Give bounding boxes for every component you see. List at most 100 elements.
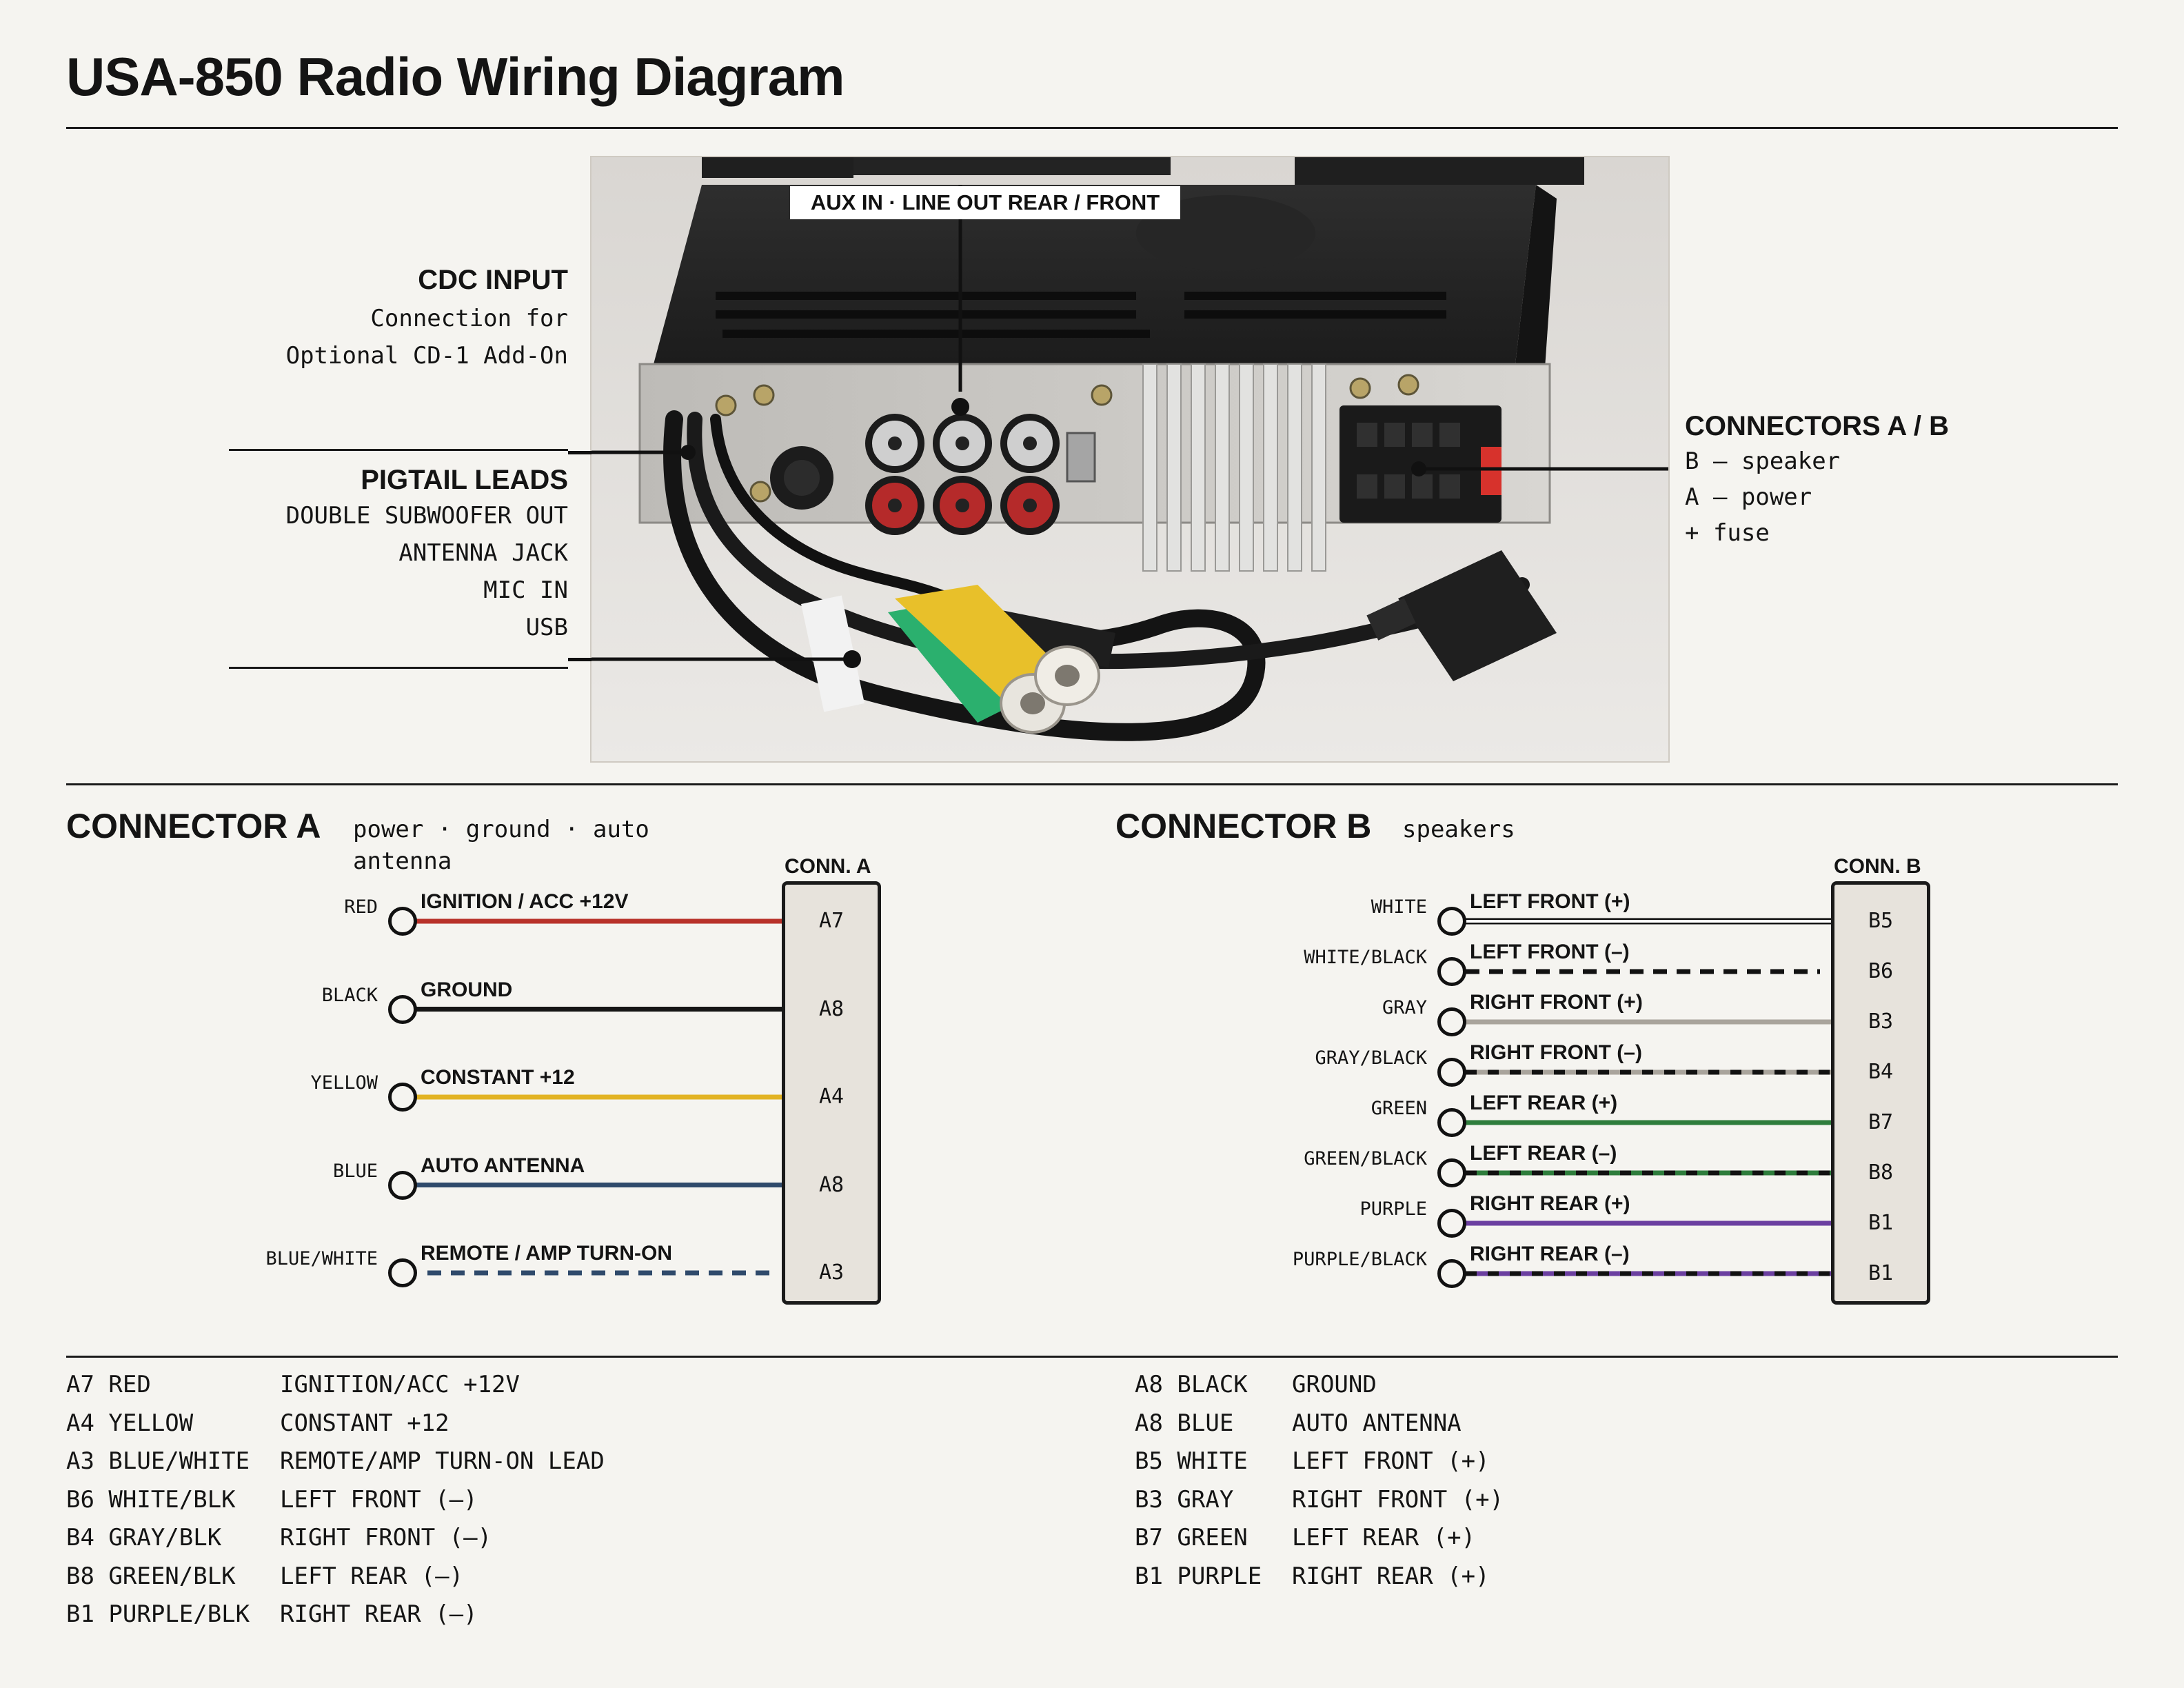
connector-pin-label: A8 bbox=[818, 996, 845, 1021]
wire-color-name: PURPLE bbox=[1359, 1198, 1427, 1220]
pigtail-callout-line: ANTENNA JACK bbox=[398, 539, 568, 567]
wire-function-label: AUTO ANTENNA bbox=[421, 1154, 585, 1177]
connectors-callout: CONNECTORS A / B B — speaker A — power +… bbox=[1685, 411, 2071, 551]
legend-description: CONSTANT +12 bbox=[280, 1409, 449, 1437]
wire-terminal-icon bbox=[388, 1170, 417, 1200]
legend-description: LEFT FRONT (+) bbox=[1292, 1447, 1490, 1475]
legend-code: A8 BLACK bbox=[1135, 1371, 1248, 1398]
connector-pin-label: B7 bbox=[1868, 1110, 1894, 1134]
connector-b-block bbox=[1831, 881, 1930, 1305]
wire-color-name: PURPLE/BLACK bbox=[1292, 1249, 1427, 1270]
wire-function-label: LEFT FRONT (–) bbox=[1470, 941, 1630, 963]
wire-terminal-icon bbox=[1437, 957, 1466, 986]
radio-illustration bbox=[592, 157, 1668, 761]
legend-code: A7 RED bbox=[66, 1371, 151, 1398]
wire-function-label: RIGHT REAR (–) bbox=[1470, 1243, 1630, 1265]
cdc-leader bbox=[568, 451, 592, 454]
legend-description: LEFT REAR (+) bbox=[1292, 1524, 1476, 1551]
page-title: USA-850 Radio Wiring Diagram bbox=[66, 46, 845, 107]
wire-color-name: GRAY bbox=[1382, 997, 1427, 1018]
connector-b-box-label: CONN. B bbox=[1834, 855, 1921, 878]
wire-color-name: YELLOW bbox=[310, 1072, 378, 1094]
wire-function-label: REMOTE / AMP TURN-ON bbox=[421, 1242, 672, 1265]
wire-function-label: RIGHT FRONT (+) bbox=[1470, 991, 1643, 1014]
pigtail-top-rule bbox=[229, 449, 568, 451]
connector-pin-label: B5 bbox=[1868, 909, 1894, 933]
header-divider bbox=[66, 127, 2118, 129]
wire-color-name: WHITE/BLACK bbox=[1304, 947, 1427, 968]
legend-description: RIGHT FRONT (–) bbox=[280, 1524, 492, 1551]
legend-description: REMOTE/AMP TURN-ON LEAD bbox=[280, 1447, 605, 1475]
pigtail-callout-line: DOUBLE SUBWOOFER OUT bbox=[285, 502, 568, 530]
connector-pin-label: B3 bbox=[1868, 1009, 1894, 1034]
wire-terminal-icon bbox=[1437, 1058, 1466, 1087]
legend-code: B6 WHITE/BLK bbox=[66, 1485, 236, 1514]
legend-row: B3 GRAY RIGHT FRONT (+) bbox=[1135, 1486, 1504, 1525]
legend-code: A8 BLUE bbox=[1135, 1409, 1234, 1437]
connector-pin-label: A3 bbox=[818, 1260, 845, 1285]
legend-row: B1 PURPLE/BLK RIGHT REAR (–) bbox=[66, 1600, 605, 1639]
cdc-callout-line: Connection for bbox=[370, 305, 568, 332]
wire-terminal-icon bbox=[1437, 1108, 1466, 1137]
connector-b-title: CONNECTOR B bbox=[1115, 807, 1372, 845]
cdc-callout-line: Optional CD-1 Add-On bbox=[285, 342, 568, 370]
connector-pin-label: B8 bbox=[1868, 1160, 1894, 1185]
wire-function-label: LEFT REAR (+) bbox=[1470, 1092, 1618, 1114]
legend-code: B5 WHITE bbox=[1135, 1447, 1248, 1475]
connector-pin-label: B1 bbox=[1868, 1211, 1894, 1235]
legend-left: A7 RED IGNITION/ACC +12V A4 YELLOW CONSTANT… bbox=[66, 1371, 605, 1639]
legend-description: LEFT FRONT (–) bbox=[280, 1485, 478, 1514]
connector-a-subtitle: power · ground · auto antenna bbox=[353, 816, 649, 875]
connectors-callout-line: + fuse bbox=[1685, 519, 1770, 547]
legend-row: A7 RED IGNITION/ACC +12V bbox=[66, 1371, 605, 1409]
wire-function-label: LEFT REAR (–) bbox=[1470, 1142, 1617, 1165]
connector-pin-label: A8 bbox=[818, 1172, 845, 1197]
connector-pin-label: A4 bbox=[818, 1085, 845, 1109]
legend-description: RIGHT FRONT (+) bbox=[1292, 1485, 1504, 1514]
aux-in-label: AUX IN · LINE OUT REAR / FRONT bbox=[810, 190, 1160, 214]
legend-code: B4 GRAY/BLK bbox=[66, 1524, 222, 1551]
legend-code: B3 GRAY bbox=[1135, 1485, 1234, 1514]
wire-function-label: RIGHT FRONT (–) bbox=[1470, 1041, 1642, 1064]
pigtail-callout-title: PIGTAIL LEADS bbox=[361, 465, 568, 495]
wire-color-name: BLUE bbox=[332, 1160, 378, 1182]
pigtail-callout: PIGTAIL LEADS DOUBLE SUBWOOFER OUT ANTEN… bbox=[228, 465, 568, 646]
wire-color-name: GRAY/BLACK bbox=[1315, 1047, 1427, 1069]
legend-code: B7 GREEN bbox=[1135, 1524, 1248, 1551]
wire-function-label: LEFT FRONT (+) bbox=[1470, 890, 1630, 913]
legend-description: LEFT REAR (–) bbox=[280, 1562, 464, 1590]
connector-pin-label: A7 bbox=[818, 909, 845, 933]
legend-divider bbox=[66, 1356, 2118, 1358]
connector-pin-label: B6 bbox=[1868, 959, 1894, 983]
legend-row: A4 YELLOW CONSTANT +12 bbox=[66, 1409, 605, 1448]
wire-function-label: IGNITION / ACC +12V bbox=[421, 890, 629, 913]
legend-row: B5 WHITE LEFT FRONT (+) bbox=[1135, 1447, 1504, 1486]
wire-terminal-icon bbox=[1437, 1007, 1466, 1036]
legend-code: A4 YELLOW bbox=[66, 1409, 194, 1437]
pigtail-bottom-rule bbox=[229, 667, 568, 669]
connector-b-subtitle: speakers bbox=[1402, 816, 1515, 843]
wire-terminal-icon bbox=[1437, 1209, 1466, 1238]
legend-code: B1 PURPLE bbox=[1135, 1562, 1262, 1590]
wire-color-name: GREEN bbox=[1371, 1098, 1427, 1119]
wire-terminal-icon bbox=[1437, 907, 1466, 936]
legend-description: RIGHT REAR (–) bbox=[280, 1600, 478, 1628]
section-divider bbox=[66, 783, 2118, 785]
cdc-callout: CDC INPUT Connection for Optional CD-1 A… bbox=[228, 265, 568, 374]
wire-function-label: GROUND bbox=[421, 978, 513, 1001]
connector-a-block bbox=[782, 881, 881, 1305]
pigtail-leader bbox=[568, 658, 592, 661]
legend-code: B1 PURPLE/BLK bbox=[66, 1600, 250, 1628]
connector-a-title: CONNECTOR A bbox=[66, 807, 321, 845]
connectors-callout-line: A — power bbox=[1685, 483, 1812, 511]
wire-terminal-icon bbox=[388, 1258, 417, 1287]
legend-description: IGNITION/ACC +12V bbox=[280, 1371, 520, 1398]
legend-code: A3 BLUE/WHITE bbox=[66, 1447, 250, 1475]
connector-pin-label: B4 bbox=[1868, 1060, 1894, 1084]
connectors-callout-line: B — speaker bbox=[1685, 448, 1841, 475]
